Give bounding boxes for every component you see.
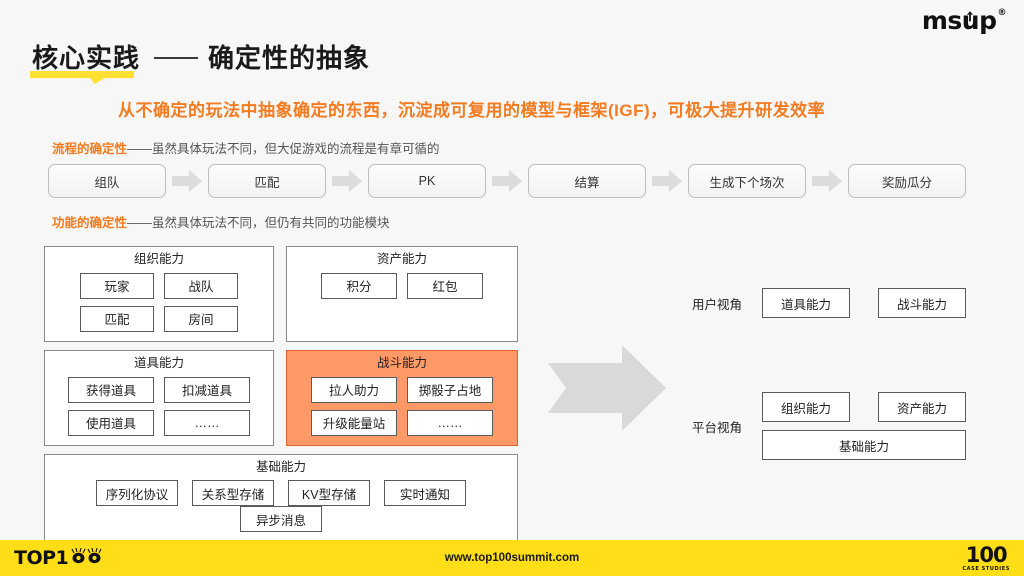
flow-step-3[interactable]: PK xyxy=(368,164,486,198)
footer-brand-100-case-studies: 100 CASE STUDIES xyxy=(962,542,1010,572)
capability-item[interactable]: 使用道具 xyxy=(68,409,154,436)
footer-brand-number: 100 xyxy=(965,542,1008,567)
capability-item-list: 序列化协议关系型存储 KV型存储实时通知异步消息 xyxy=(55,480,507,533)
view-box-row: 基础能力 xyxy=(762,430,966,460)
capability-item-list: 拉人助力掷骰子占地升级能量站 …… xyxy=(297,376,507,436)
view-box[interactable]: 组织能力 xyxy=(762,392,850,422)
process-flow: 组队 匹配 PK 结算 生成下个场次 奖励瓜分 xyxy=(48,164,966,198)
msup-logo: ms u p ® xyxy=(921,6,1007,35)
section-label-function: 功能的确定性——虽然具体玩法不同，但仍有共同的功能模块 xyxy=(52,212,390,231)
capability-item[interactable]: 积分 xyxy=(321,272,397,299)
capability-item[interactable]: 拉人助力 xyxy=(311,376,397,403)
capability-item[interactable]: KV型存储 xyxy=(288,480,370,507)
flow-arrow-right-icon xyxy=(172,170,202,192)
capability-item-list: 积分红包 xyxy=(297,272,507,299)
capability-item[interactable]: 玩家 xyxy=(80,272,154,299)
footer-bar: TOP1 www.top100summit.com 100 CASE STUDI… xyxy=(0,540,1024,576)
capability-panel-组织能力[interactable]: 组织能力玩家战队匹配房间 xyxy=(44,246,274,342)
capability-item[interactable]: …… xyxy=(164,409,250,436)
capability-grid: 组织能力玩家战队匹配房间资产能力积分红包道具能力获得道具扣减道具使用道具……战斗… xyxy=(44,246,518,550)
capability-item-list: 获得道具扣减道具使用道具 …… xyxy=(55,376,263,436)
view-box-row: 组织能力资产能力 xyxy=(762,392,966,422)
capability-item[interactable]: 房间 xyxy=(164,305,238,332)
capability-item[interactable]: 升级能量站 xyxy=(311,409,397,436)
flow-step-1[interactable]: 组队 xyxy=(48,164,166,198)
section-label-function-key: 功能的确定性 xyxy=(52,216,128,230)
view-box[interactable]: 资产能力 xyxy=(878,392,966,422)
view-box-rows: 道具能力战斗能力 xyxy=(762,288,966,318)
capability-item[interactable]: 序列化协议 xyxy=(96,480,178,507)
flow-arrow-right-icon xyxy=(652,170,682,192)
flow-step-5[interactable]: 生成下个场次 xyxy=(688,164,806,198)
capability-item[interactable]: 掷骰子占地 xyxy=(407,376,493,403)
capability-panel-title: 组织能力 xyxy=(133,252,184,266)
capability-panel-战斗能力[interactable]: 战斗能力拉人助力掷骰子占地升级能量站 …… xyxy=(286,349,518,446)
section-label-function-dash: —— xyxy=(127,216,153,230)
capability-panel-基础能力[interactable]: 基础能力序列化协议关系型存储 KV型存储实时通知异步消息 xyxy=(44,453,518,543)
big-arrow-right-icon xyxy=(548,345,666,436)
capability-row: 组织能力玩家战队匹配房间资产能力积分红包 xyxy=(44,246,518,342)
flow-arrow-right-icon xyxy=(332,170,362,192)
section-label-function-desc: 虽然具体玩法不同，但仍有共同的功能模块 xyxy=(152,216,390,230)
capability-item-list: 玩家战队匹配房间 xyxy=(55,272,263,332)
view-box[interactable]: 基础能力 xyxy=(762,430,966,460)
footer-brand-top100: TOP1 xyxy=(14,547,102,569)
msup-logo-text-p: p xyxy=(979,6,997,35)
title-highlighted-part: 核心实践 xyxy=(30,38,140,84)
registered-mark-icon: ® xyxy=(997,8,1007,18)
flow-step-6[interactable]: 奖励瓜分 xyxy=(848,164,966,198)
flow-arrow-right-icon xyxy=(812,170,842,192)
view-box-rows: 组织能力资产能力基础能力 xyxy=(762,392,966,460)
capability-item[interactable]: 战队 xyxy=(164,272,238,299)
view-label-user: 用户视角 xyxy=(692,297,743,312)
view-platform: 平台视角组织能力资产能力基础能力 xyxy=(692,392,966,460)
flow-step-2[interactable]: 匹配 xyxy=(208,164,326,198)
section-label-process-desc: 虽然具体玩法不同，但大促游戏的流程是有章可循的 xyxy=(152,142,440,156)
footer-brand-caption: CASE STUDIES xyxy=(962,565,1010,572)
view-box[interactable]: 道具能力 xyxy=(762,288,850,318)
view-box-row: 道具能力战斗能力 xyxy=(762,288,966,318)
title-rest: 确定性的抽象 xyxy=(208,43,371,73)
owl-eyes-icon xyxy=(70,547,102,569)
msup-logo-text-ms: ms xyxy=(921,6,962,35)
capability-item[interactable]: 获得道具 xyxy=(68,376,154,403)
capability-item[interactable]: 匹配 xyxy=(80,305,154,332)
view-box[interactable]: 战斗能力 xyxy=(878,288,966,318)
page-subtitle: 从不确定的玩法中抽象确定的东西，沉淀成可复用的模型与框架(IGF)，可极大提升研… xyxy=(118,101,826,120)
capability-panel-title: 资产能力 xyxy=(376,252,427,266)
capability-item[interactable]: 关系型存储 xyxy=(192,480,274,507)
footer-brand-text: TOP1 xyxy=(14,547,69,569)
capability-panel-title: 基础能力 xyxy=(255,459,306,474)
section-label-process-dash: —— xyxy=(127,142,153,156)
flow-step-4[interactable]: 结算 xyxy=(528,164,646,198)
capability-panel-title: 战斗能力 xyxy=(376,355,427,370)
capability-panel-资产能力[interactable]: 资产能力积分红包 xyxy=(286,246,518,342)
capability-row: 道具能力获得道具扣减道具使用道具 …… 战斗能力拉人助力掷骰子占地升级能量站 …… xyxy=(44,349,518,446)
capability-item[interactable]: 异步消息 xyxy=(240,506,322,533)
flow-arrow-right-icon xyxy=(492,170,522,192)
section-label-process: 流程的确定性——虽然具体玩法不同，但大促游戏的流程是有章可循的 xyxy=(52,138,440,157)
page-title: 核心实践 确定性的抽象 xyxy=(30,38,371,84)
capability-row: 基础能力序列化协议关系型存储 KV型存储实时通知异步消息 xyxy=(44,453,518,543)
view-user: 用户视角 道具能力战斗能力 xyxy=(692,288,966,318)
capability-item[interactable]: 实时通知 xyxy=(384,480,466,507)
capability-item[interactable]: …… xyxy=(407,409,493,436)
capability-item[interactable]: 扣减道具 xyxy=(164,376,250,403)
capability-panel-title: 道具能力 xyxy=(133,355,184,370)
view-label-platform: 平台视角 xyxy=(692,420,743,435)
capability-panel-道具能力[interactable]: 道具能力获得道具扣减道具使用道具 …… xyxy=(44,349,274,446)
section-label-process-key: 流程的确定性 xyxy=(52,142,128,156)
msup-logo-u-arrow: u xyxy=(962,8,980,33)
capability-item[interactable]: 红包 xyxy=(407,272,483,299)
title-dash-divider xyxy=(154,57,199,59)
footer-url[interactable]: www.top100summit.com xyxy=(444,552,580,564)
